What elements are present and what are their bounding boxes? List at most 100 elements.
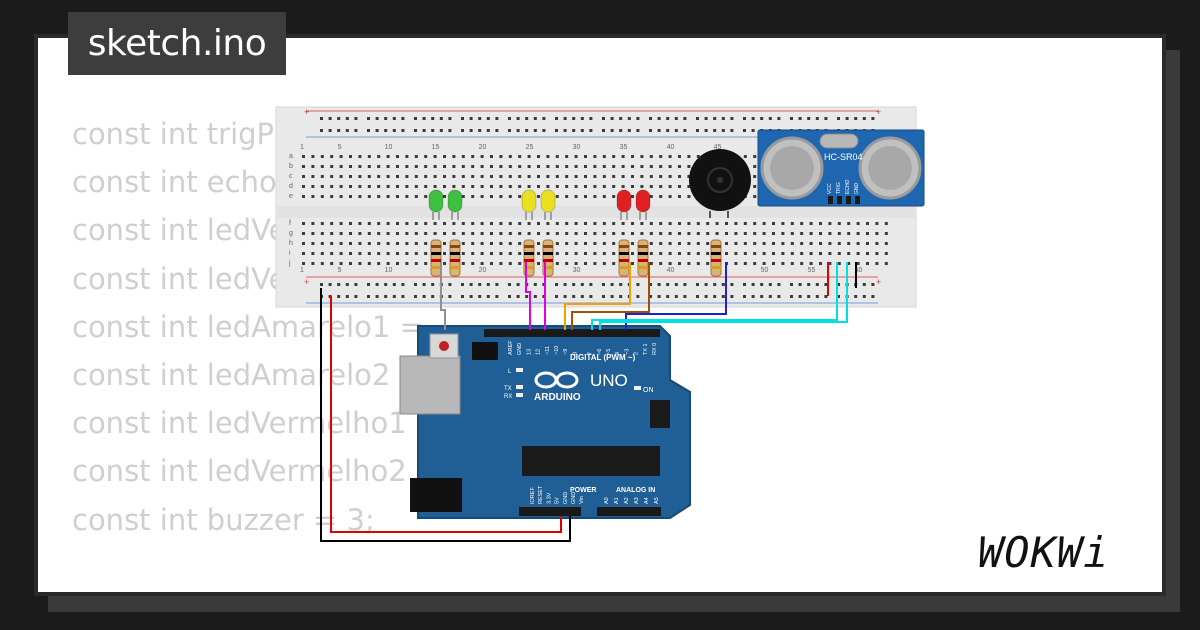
analog-pin-label: A1 [614, 497, 620, 504]
column-number: 10 [385, 144, 393, 151]
row-letter: h [289, 240, 293, 247]
sensor-pin-label: GND [854, 183, 860, 195]
resistor[interactable] [449, 239, 461, 277]
digital-pin-label: 12 [536, 349, 542, 355]
power-header-label: POWER [570, 487, 596, 494]
digital-pin-label: 8 [572, 352, 578, 355]
rail-plus-right-bottom: + [876, 277, 881, 287]
resistor[interactable] [430, 239, 442, 277]
analog-pin-label: A2 [624, 497, 630, 504]
code-line: const int ledVe [72, 261, 287, 296]
power-jack [410, 478, 462, 512]
led[interactable] [540, 189, 556, 220]
digital-pin-label: GND [517, 343, 523, 355]
resistor[interactable] [542, 239, 554, 277]
sensor-pin-label: VCC [827, 183, 833, 194]
code-line: const int buzzer = 3; [72, 502, 375, 537]
code-line: const int ledVermelho1 [72, 406, 407, 441]
resistor[interactable] [710, 239, 722, 277]
analog-pin-label: A3 [634, 497, 640, 504]
power-pin-label: GND [571, 492, 577, 504]
sensor-model-label: HC-SR04 [824, 152, 863, 162]
led[interactable] [428, 189, 444, 220]
row-letter: e [289, 193, 293, 200]
column-number: 55 [808, 267, 816, 274]
wokwi-logo: WOKWi [978, 528, 1110, 577]
wire-brown[interactable] [571, 262, 650, 330]
reset-button[interactable] [429, 333, 459, 359]
row-letter: i [289, 250, 291, 257]
analog-pin-label: A5 [654, 497, 660, 504]
row-letter: f [289, 220, 291, 227]
row-letter: a [289, 153, 293, 160]
row-letter: d [289, 183, 293, 190]
digital-pin-label: 13 [526, 349, 532, 355]
column-number: 5 [338, 144, 342, 151]
led[interactable] [521, 189, 537, 220]
on-led-label: ON [643, 387, 654, 394]
sensor-pin-label: TRIG [836, 182, 842, 194]
buzzer[interactable] [689, 149, 751, 218]
analog-header-label: ANALOG IN [616, 487, 655, 494]
analog-header [597, 507, 661, 516]
arduino-infinity-icon [534, 371, 579, 389]
wire-black-gnd[interactable] [320, 288, 571, 542]
digital-header [484, 329, 660, 337]
wire-gray[interactable] [440, 262, 446, 330]
power-pin-label: Vin [579, 496, 585, 504]
led-l-label: L [508, 369, 512, 375]
resistor[interactable] [637, 239, 649, 277]
file-tab[interactable]: sketch.ino [68, 12, 286, 75]
column-number: 25 [526, 144, 534, 151]
rail-plus-right: + [876, 107, 881, 117]
resistor[interactable] [618, 239, 630, 277]
column-number: 40 [667, 267, 675, 274]
code-line: const int ledVe [72, 213, 287, 248]
led-group[interactable] [428, 189, 722, 277]
code-line: const int ledAmarelo1 = [72, 309, 434, 344]
column-number: 50 [761, 267, 769, 274]
digital-pin-label: RX 0 [652, 343, 658, 355]
row-letter: j [288, 260, 291, 267]
wire-cyan-1[interactable] [591, 262, 838, 330]
wire-cyan-2[interactable] [599, 262, 848, 330]
wire-red-5v[interactable] [330, 296, 562, 533]
breadboard[interactable]: + + + + 15101520253035404515101520253035… [275, 106, 917, 308]
column-number: 20 [479, 267, 487, 274]
row-letter: g [289, 230, 293, 237]
led[interactable] [616, 189, 632, 220]
rail-plus-left-bottom: + [304, 277, 309, 287]
code-line: const int ledAmarelo2 [72, 357, 400, 392]
row-letter: c [289, 173, 293, 180]
led[interactable] [447, 189, 463, 220]
rail-plus-left: + [304, 107, 309, 117]
column-number: 45 [714, 144, 722, 151]
board-model: UNO [590, 371, 628, 390]
wires[interactable] [320, 262, 857, 542]
led[interactable] [635, 189, 651, 220]
digital-pin-label: 4 [615, 352, 621, 355]
column-number: 35 [620, 144, 628, 151]
digital-pin-label: 2 [634, 352, 640, 355]
code-line: const int trigP [72, 117, 275, 151]
led-rx-label: RX [504, 394, 512, 400]
digital-pin-label: ~11 [545, 346, 551, 355]
column-number: 1 [300, 144, 304, 151]
power-pin-label: 3.3V [546, 492, 552, 504]
wire-magenta-1[interactable] [525, 262, 531, 330]
led-tx-label: TX [504, 386, 512, 392]
row-letter: b [289, 163, 293, 170]
wire-orange[interactable] [564, 262, 631, 330]
atmega-chip [522, 446, 660, 476]
arduino-uno[interactable]: DIGITAL (PWM ~) UNO ARDUINO ON L TX RX P… [399, 325, 691, 519]
column-number: 40 [667, 144, 675, 151]
power-pin-label: GND [563, 492, 569, 504]
usb-port [399, 355, 461, 415]
digital-pin-label: ~6 [597, 349, 603, 355]
power-header [519, 507, 581, 516]
